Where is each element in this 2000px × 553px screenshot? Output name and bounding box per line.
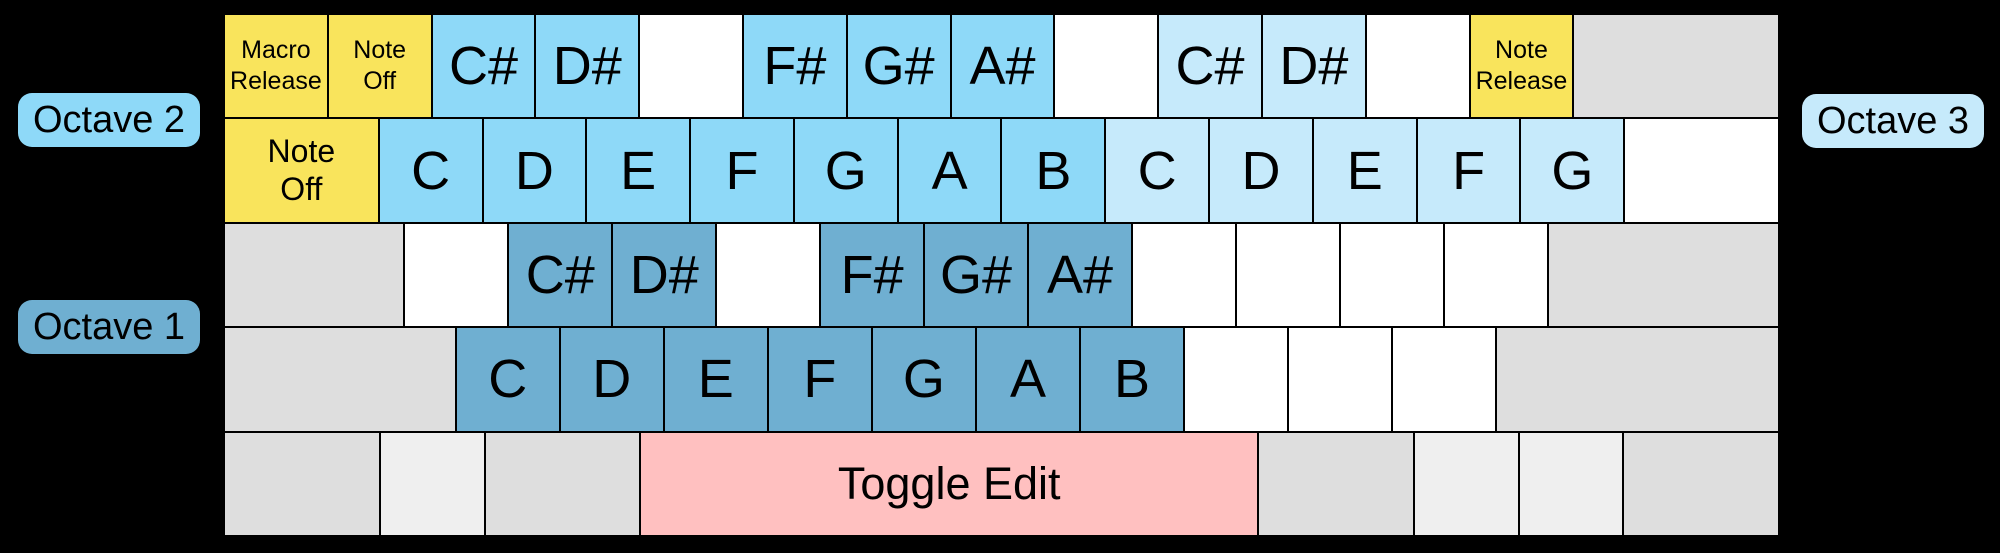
modifier-key [225, 223, 404, 327]
note-f-key: F [1417, 119, 1520, 222]
blank-key [1185, 328, 1288, 431]
note-c-key: C [1106, 119, 1209, 222]
note-b-key: B [1081, 328, 1184, 431]
blank-key [1132, 223, 1235, 327]
blank-key [717, 223, 820, 327]
note-b-key: B [1002, 119, 1105, 222]
note-f-key: F [691, 119, 793, 222]
note-f-sharp-key: F# [821, 223, 924, 327]
note-off-key: Note Off [225, 119, 378, 222]
blank-key [1340, 223, 1443, 327]
blank-key [1055, 15, 1158, 118]
note-g-key: G [794, 119, 897, 222]
note-a-key: A [976, 328, 1080, 431]
note-d-key: D [483, 119, 586, 222]
blank-key [1236, 223, 1339, 327]
modifier-key [1574, 15, 1778, 118]
note-f-key: F [768, 328, 871, 431]
note-d-sharp-key: D# [536, 15, 639, 118]
modifier-key [1497, 328, 1778, 431]
blank-key [1444, 223, 1547, 327]
note-c-sharp-key: C# [432, 15, 535, 118]
keyboard-row: C#D# F#G#A# [225, 223, 1779, 327]
note-d-key: D [560, 328, 663, 431]
blank-key [405, 223, 508, 327]
note-release-key: Note Release [1470, 15, 1573, 118]
octave-2-label: Octave 2 [18, 93, 200, 147]
keyboard-row: Toggle Edit [225, 432, 1778, 536]
note-e-key: E [587, 119, 690, 222]
toggle-edit-key: Toggle Edit [641, 432, 1257, 536]
macro-release-key: Macro Release [225, 15, 327, 118]
modifier-key [1548, 223, 1779, 327]
note-off-key: Note Off [328, 15, 431, 118]
blank-key [1289, 328, 1392, 431]
blank-key [1625, 119, 1778, 222]
note-d-sharp-key: D# [613, 223, 716, 327]
octave-1-label: Octave 1 [18, 300, 200, 354]
note-g-sharp-key: G# [847, 15, 950, 118]
modifier-key [1259, 432, 1413, 536]
note-f-sharp-key: F# [743, 15, 846, 118]
blank-key [1366, 15, 1469, 118]
modifier-key [1624, 432, 1778, 536]
blank-key [640, 15, 742, 118]
modifier-key [485, 432, 640, 536]
note-g-key: G [1521, 119, 1624, 222]
note-d-key: D [1210, 119, 1312, 222]
blank-key [1393, 328, 1496, 431]
modifier-key [1414, 432, 1518, 536]
note-c-key: C [379, 119, 482, 222]
modifier-key [225, 432, 379, 536]
note-a-key: A [898, 119, 1001, 222]
modifier-key [1519, 432, 1623, 536]
modifier-key [380, 432, 484, 536]
note-e-key: E [664, 328, 767, 431]
note-c-sharp-key: C# [509, 223, 612, 327]
note-e-key: E [1313, 119, 1416, 222]
note-g-key: G [872, 328, 975, 431]
note-d-sharp-key: D# [1262, 15, 1365, 118]
modifier-key [225, 328, 455, 431]
note-c-sharp-key: C# [1159, 15, 1261, 118]
note-g-sharp-key: G# [925, 223, 1028, 327]
note-c-key: C [456, 328, 559, 431]
note-a-sharp-key: A# [1029, 223, 1131, 327]
note-a-sharp-key: A# [951, 15, 1054, 118]
octave-3-label: Octave 3 [1802, 94, 1984, 148]
